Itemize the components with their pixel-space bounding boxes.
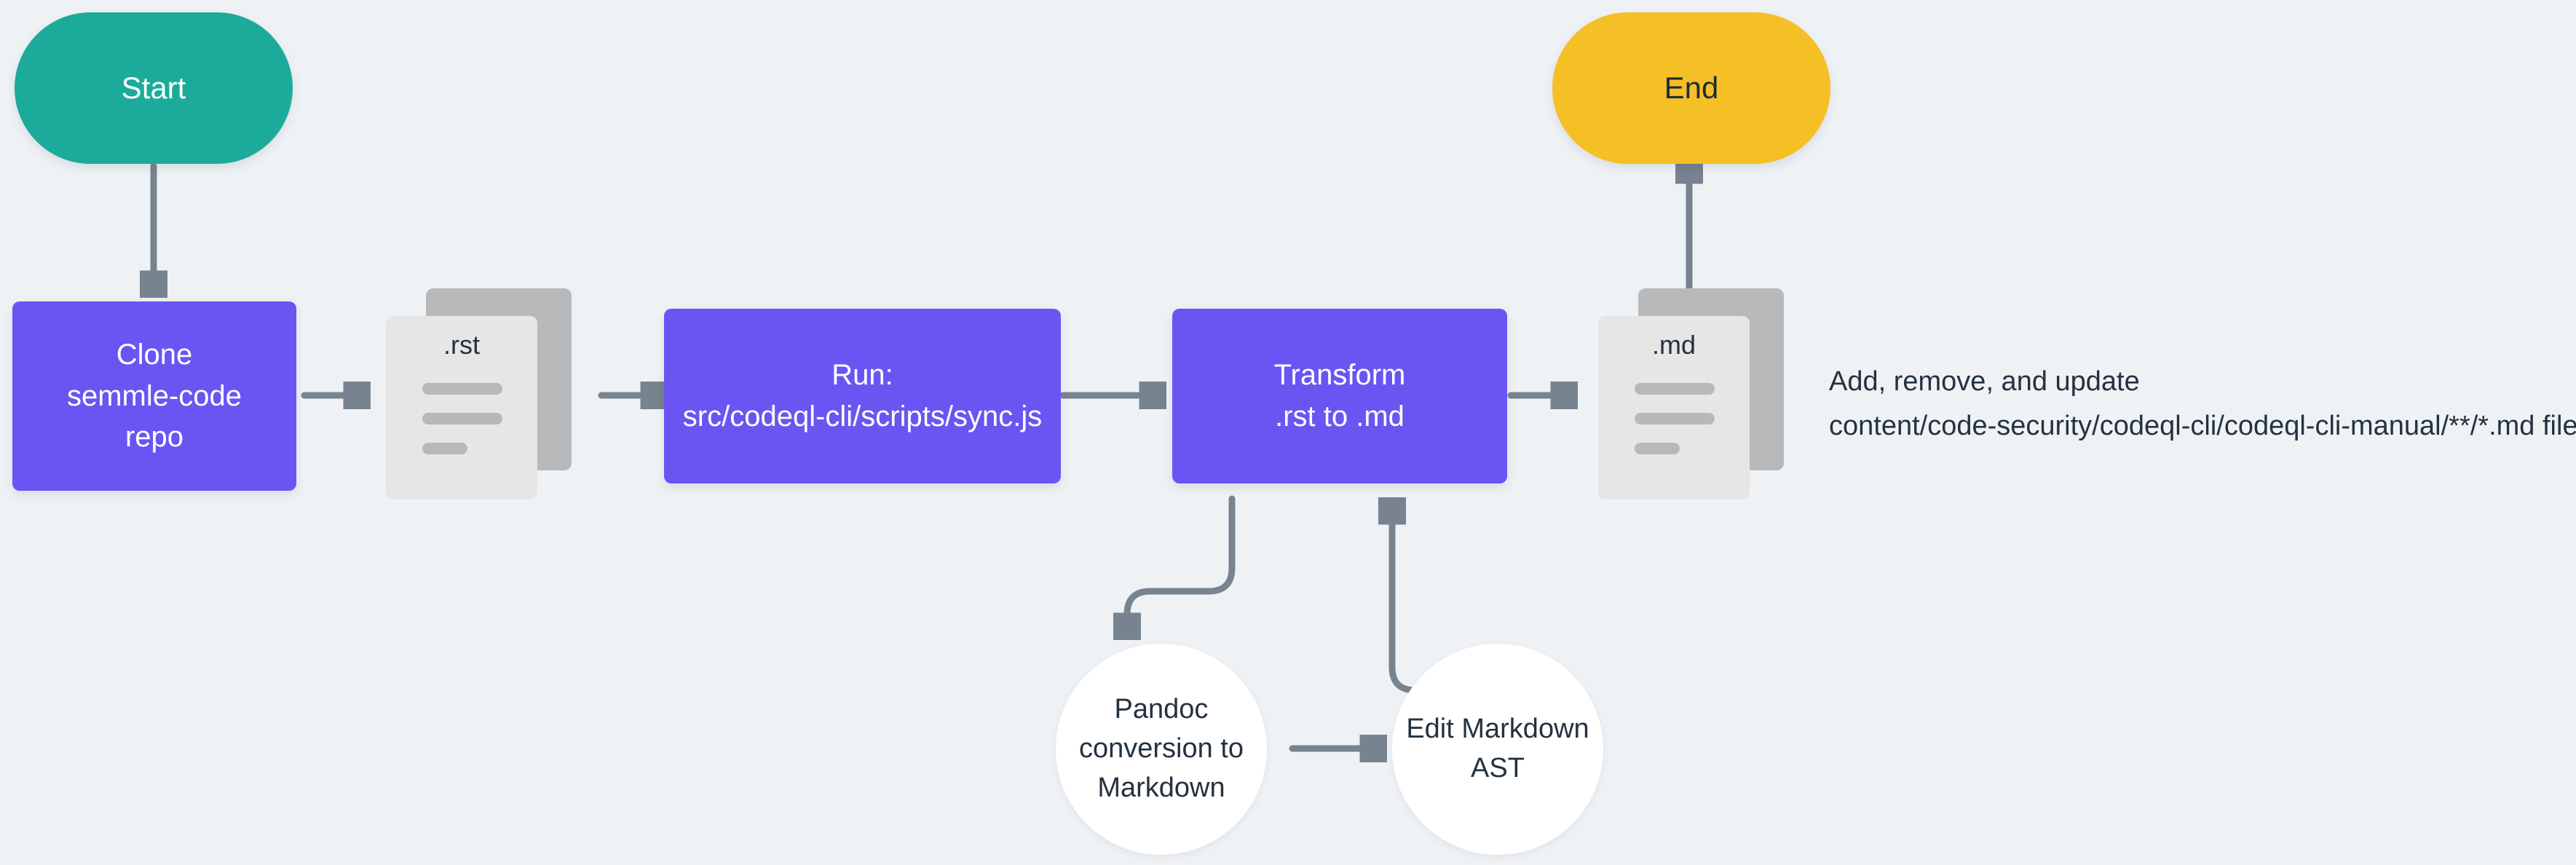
rst-document-front-sheet	[386, 316, 537, 499]
rst-document-label: .rst	[443, 330, 480, 360]
md-document-text-line-3	[1635, 443, 1680, 454]
node-edit-markdown-ast-line2: AST	[1471, 753, 1525, 783]
node-end[interactable]: End	[1552, 12, 1830, 164]
node-md-document[interactable]: .md	[1598, 288, 1784, 499]
node-transform-rst-to-md[interactable]: Transform .rst to .md	[1172, 309, 1507, 483]
rst-document-text-line-3	[422, 443, 467, 454]
node-clone-repo-line2: semmle-code	[66, 379, 242, 412]
annotation-md-files: Add, remove, and update content/code-sec…	[1829, 360, 2576, 449]
node-run-sync-script-line2: src/codeql-cli/scripts/sync.js	[682, 400, 1043, 432]
node-transform-rst-to-md-line1: Transform	[1273, 359, 1406, 392]
node-clone-repo[interactable]: Clone semmle-code repo	[12, 301, 296, 491]
rst-document-text-line-2	[422, 413, 502, 424]
annotation-md-files-line2: content/code-security/codeql-cli/codeql-…	[1829, 410, 2576, 441]
node-edit-markdown-ast[interactable]: Edit Markdown AST	[1392, 644, 1603, 855]
md-document-text-line-2	[1635, 413, 1715, 424]
node-start-label: Start	[121, 71, 186, 106]
md-document-label: .md	[1651, 330, 1696, 360]
node-pandoc-conversion[interactable]: Pandoc conversion to Markdown	[1056, 644, 1267, 855]
edge-transform-to-pandoc	[1127, 495, 1236, 628]
rst-document-text-line-1	[422, 383, 502, 395]
node-clone-repo-line3: repo	[125, 421, 184, 454]
md-document-text-line-1	[1635, 383, 1715, 395]
node-edit-markdown-ast-line1: Edit Markdown	[1406, 714, 1589, 745]
node-run-sync-script[interactable]: Run: src/codeql-cli/scripts/sync.js	[664, 309, 1061, 483]
node-end-label: End	[1664, 71, 1719, 106]
node-pandoc-conversion-line3: Markdown	[1097, 772, 1225, 803]
node-start[interactable]: Start	[15, 12, 293, 164]
node-run-sync-script-line1: Run:	[831, 359, 893, 392]
node-transform-rst-to-md-line2: .rst to .md	[1275, 400, 1404, 432]
annotation-md-files-line1: Add, remove, and update	[1829, 366, 2140, 397]
node-clone-repo-line1: Clone	[116, 338, 193, 371]
node-pandoc-conversion-line1: Pandoc	[1114, 694, 1209, 725]
node-rst-document[interactable]: .rst	[386, 288, 572, 499]
node-pandoc-conversion-line2: conversion to	[1078, 733, 1244, 765]
md-document-front-sheet	[1598, 316, 1750, 499]
